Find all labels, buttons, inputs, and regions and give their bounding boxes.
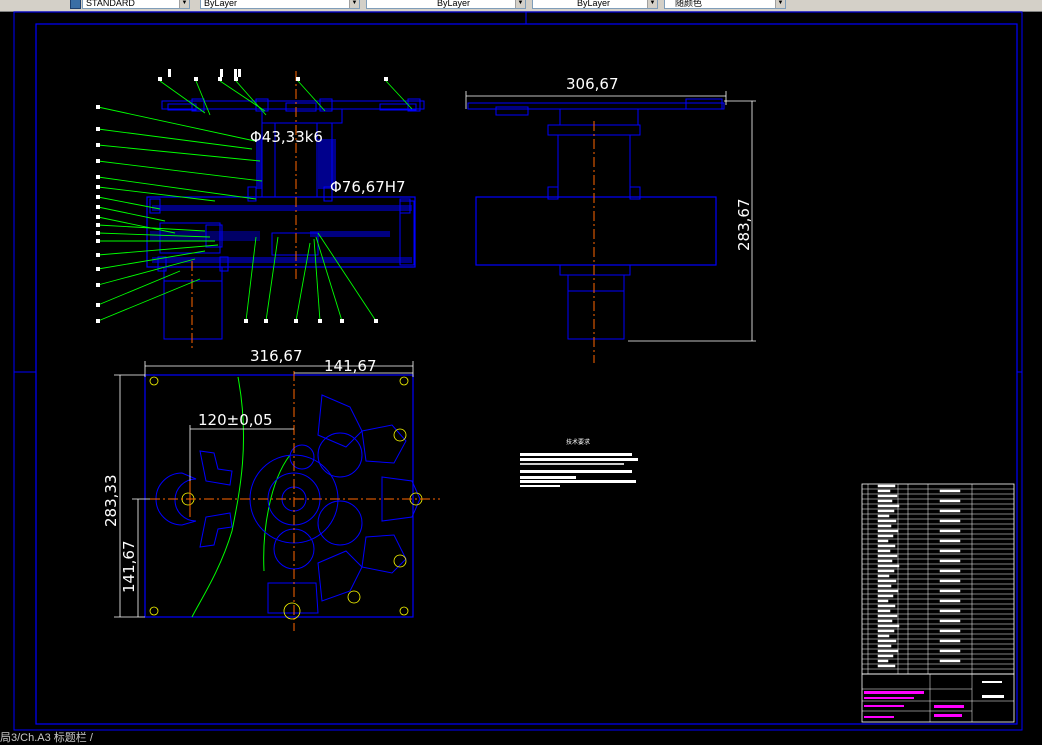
table-cell-text (877, 629, 895, 633)
table-cell-text (877, 549, 891, 553)
table-cell-text (939, 499, 961, 503)
table-cell-text (939, 639, 961, 643)
table-cell-text (877, 559, 893, 563)
table-cell-text (877, 614, 898, 618)
text-style-value: STANDARD (86, 0, 135, 8)
section-view: Φ43,33k6 Φ76,67H7 (96, 69, 425, 351)
table-cell-text (877, 574, 890, 578)
front-view: 306,67 283,67 (465, 75, 756, 363)
title-block (861, 673, 1015, 723)
plan-view: 316,67 141,67 120±0,05 283,33 141,67 (102, 347, 440, 631)
table-cell-text (877, 649, 899, 653)
table-cell-text (877, 599, 889, 603)
table-cell-text (939, 539, 961, 543)
text-style-dropdown[interactable]: STANDARD ▼ (82, 0, 190, 9)
table-cell-text (877, 509, 895, 513)
table-cell-text (877, 624, 900, 628)
parts-list-table (861, 483, 1015, 675)
chevron-down-icon[interactable]: ▼ (349, 0, 359, 8)
paper-border (13, 11, 1023, 731)
table-cell-text (877, 579, 897, 583)
dim-plan-height: 283,33 (102, 475, 120, 528)
linetype-value: ByLayer (437, 0, 471, 8)
plotstyle-value: 随颜色 (675, 0, 703, 8)
table-cell-text (939, 489, 961, 493)
table-cell-text (877, 494, 898, 498)
table-cell-text (939, 619, 961, 623)
notes-title: 技术要求 (566, 438, 590, 446)
lineweight-dropdown[interactable]: ByLayer ▼ (532, 0, 658, 9)
drawing-canvas[interactable]: Φ43,33k6 Φ76,67H7 306,67 283,67 (0, 11, 1042, 731)
table-cell-text (939, 589, 961, 593)
dim-plan-offset: 120±0,05 (198, 411, 273, 429)
table-cell-text (939, 649, 961, 653)
command-line-text: 局3/Ch.A3 标题栏 / (0, 732, 93, 744)
table-cell-text (877, 539, 889, 543)
table-cell-text (877, 639, 897, 643)
technical-notes: 技术要求 (520, 438, 638, 487)
layer-dropdown[interactable]: ByLayer ▼ (200, 0, 360, 9)
table-cell-text (939, 529, 961, 533)
lineweight-value: ByLayer (577, 0, 611, 8)
table-cell-text (939, 629, 961, 633)
table-cell-text (877, 529, 899, 533)
table-cell-text (939, 559, 961, 563)
table-cell-text (877, 499, 893, 503)
table-cell-text (939, 599, 961, 603)
dim-hole-diameter: Φ76,67H7 (330, 178, 406, 196)
table-cell-text (877, 569, 895, 573)
table-cell-text (877, 524, 892, 528)
table-cell-text (939, 519, 961, 523)
table-cell-text (877, 484, 896, 488)
table-cell-text (877, 634, 890, 638)
plotstyle-dropdown[interactable]: 随颜色 ▼ (664, 0, 786, 9)
dim-front-width: 306,67 (566, 75, 619, 93)
table-cell-text (877, 504, 900, 508)
table-cell-text (939, 549, 961, 553)
table-cell-text (939, 609, 961, 613)
dim-plan-half-height: 141,67 (120, 541, 138, 594)
command-line[interactable]: 局3/Ch.A3 标题栏 / (0, 731, 1042, 744)
table-cell-text (877, 554, 898, 558)
text-style-icon[interactable] (70, 0, 81, 9)
table-cell-text (877, 534, 894, 538)
table-cell-text (877, 604, 896, 608)
table-cell-text (877, 654, 894, 658)
table-cell-text (877, 489, 891, 493)
table-cell-text (877, 594, 894, 598)
table-cell-text (939, 579, 961, 583)
chevron-down-icon[interactable]: ▼ (179, 0, 189, 8)
chevron-down-icon[interactable]: ▼ (647, 0, 657, 8)
chevron-down-icon[interactable]: ▼ (515, 0, 525, 8)
chevron-down-icon[interactable]: ▼ (775, 0, 785, 8)
table-cell-text (877, 659, 889, 663)
table-cell-text (877, 514, 890, 518)
table-cell-text (877, 544, 896, 548)
table-cell-text (877, 589, 899, 593)
dim-plan-half-width: 141,67 (324, 357, 377, 375)
table-cell-text (877, 619, 893, 623)
table-cell-text (877, 519, 897, 523)
table-cell-text (877, 664, 896, 668)
dim-plan-width: 316,67 (250, 347, 303, 365)
properties-toolbar: STANDARD ▼ ByLayer ▼ ByLayer ▼ ByLayer ▼… (0, 0, 1042, 12)
table-cell-text (939, 509, 961, 513)
layer-value: ByLayer (204, 0, 238, 8)
table-cell-text (877, 609, 891, 613)
table-cell-text (877, 584, 892, 588)
table-cell-text (939, 569, 961, 573)
linetype-dropdown[interactable]: ByLayer ▼ (366, 0, 526, 9)
table-cell-text (939, 659, 961, 663)
table-cell-text (877, 644, 892, 648)
dim-front-height: 283,67 (735, 199, 753, 252)
dim-shaft-diameter: Φ43,33k6 (250, 128, 323, 146)
table-cell-text (877, 564, 900, 568)
